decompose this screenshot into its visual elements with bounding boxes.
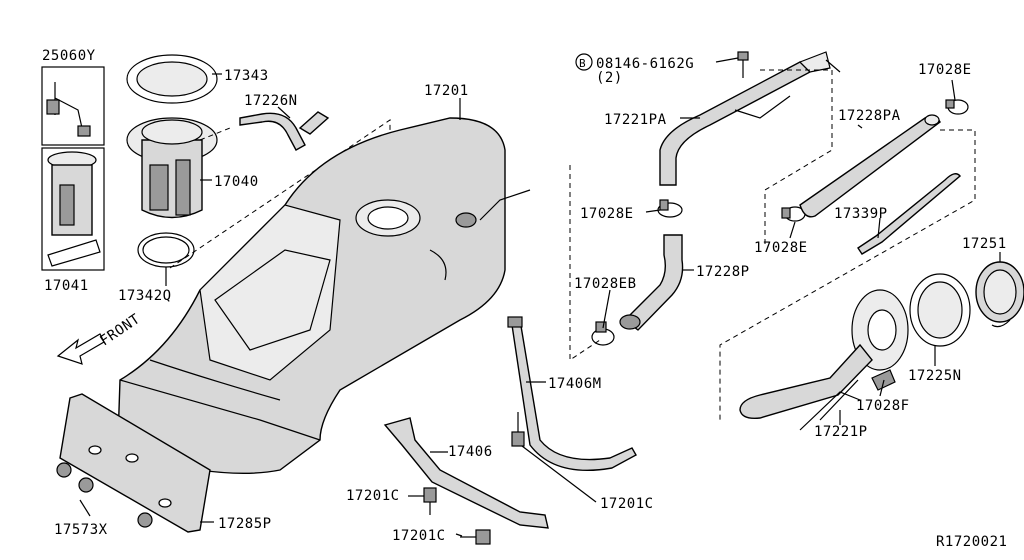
label-front: FRONT [97, 311, 143, 349]
label-bolt-qty: (2) [596, 70, 623, 86]
label-17028E-top: 17028E [918, 62, 972, 78]
gasket-17225N [909, 273, 971, 347]
bolt-17201C-left [423, 487, 437, 515]
bolt-17201C-bottom [460, 529, 491, 545]
label-08146-6162G: 08146-6162G [596, 56, 694, 72]
label-17028E-lower: 17028E [754, 240, 808, 256]
label-17339P: 17339P [834, 206, 888, 222]
strap-17406 [383, 417, 549, 529]
label-circled-b: B [579, 57, 586, 70]
label-17342Q: 17342Q [118, 288, 172, 304]
label-17406M: 17406M [548, 376, 602, 392]
label-17201C-bottom: 17201C [392, 528, 446, 544]
circled-b-icon [575, 53, 593, 71]
label-17228PA: 17228PA [838, 108, 901, 124]
fuel-pump-17040 [126, 117, 218, 219]
filler-neck-17221P [739, 289, 909, 431]
label-17041: 17041 [44, 278, 89, 294]
protector-17285P [59, 393, 211, 533]
label-17343: 17343 [224, 68, 269, 84]
fuel-pump-assembly [41, 147, 105, 271]
vent-tube-17339P [857, 173, 961, 255]
label-17285P: 17285P [218, 516, 272, 532]
clamp-17028E-mid [657, 199, 683, 218]
label-17028F: 17028F [856, 398, 910, 414]
label-25060Y: 25060Y [42, 48, 96, 64]
label-17201C-left: 17201C [346, 488, 400, 504]
filler-tube-17221PA [659, 51, 841, 186]
gasket-17342Q [137, 232, 195, 268]
guide-pump-tank [169, 119, 391, 269]
hose-17226N [239, 111, 330, 151]
bolt-17201C-center [511, 412, 525, 447]
clamp-17028EB [591, 321, 615, 346]
label-17221P: 17221P [814, 424, 868, 440]
clamp-17028E-top [945, 99, 969, 115]
label-17201C-right: 17201C [600, 496, 654, 512]
label-17406: 17406 [448, 444, 493, 460]
fuel-level-sender [41, 66, 105, 146]
arrow-icon [56, 333, 105, 365]
clips-17573X [56, 462, 153, 528]
fuel-cap-17251 [975, 261, 1024, 328]
label-17201: 17201 [424, 83, 469, 99]
fuel-tank-17201 [117, 117, 531, 475]
label-17028E-mid: 17028E [580, 206, 634, 222]
label-17225N: 17225N [908, 368, 962, 384]
reference-code: R1720021 [936, 534, 1007, 550]
label-17251: 17251 [962, 236, 1007, 252]
hose-17228P [623, 234, 684, 331]
label-17228P: 17228P [696, 264, 750, 280]
strap-17406M [507, 316, 637, 471]
label-17226N: 17226N [244, 93, 298, 109]
label-17040: 17040 [214, 174, 259, 190]
label-17028EB: 17028EB [574, 276, 637, 292]
gasket-17343 [126, 54, 218, 104]
label-17573X: 17573X [54, 522, 108, 538]
bolt-08146-6162G [737, 51, 749, 78]
leader-lines [79, 57, 1001, 537]
label-17221PA: 17221PA [604, 112, 667, 128]
guide-filler [569, 69, 976, 420]
